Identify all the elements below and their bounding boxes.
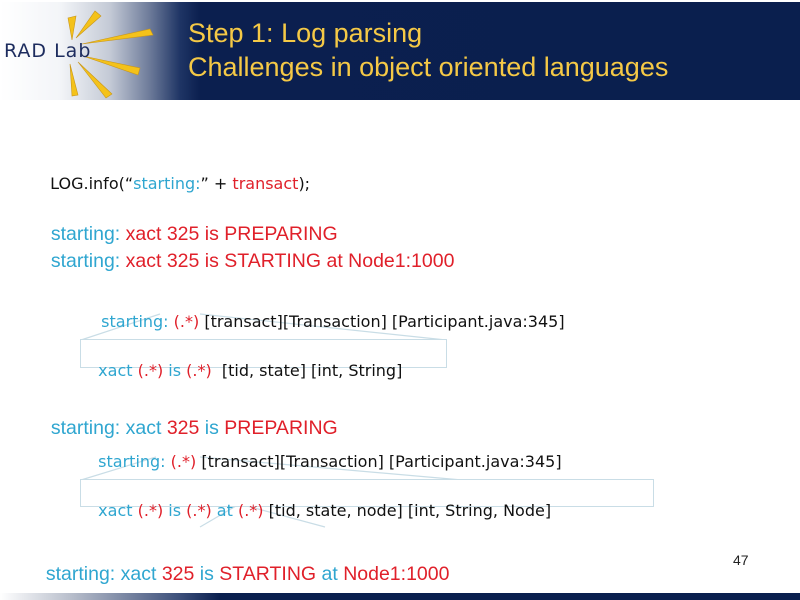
slide-title: Step 1: Log parsing Challenges in object… (188, 16, 668, 84)
subtemplate-1: xact (.*) is (.*) [tid, state] [int, Str… (98, 361, 403, 380)
example-message-2: starting: xact 325 is STARTING at Node1:… (45, 563, 450, 585)
log-message-2: starting: xact 325 is STARTING at Node1:… (50, 250, 455, 272)
slide-header: RAD Lab Step 1: Log parsing Challenges i… (0, 2, 800, 100)
sunburst-icon (67, 10, 154, 99)
subtemplate-box-2 (80, 479, 654, 507)
title-line-1: Step 1: Log parsing (188, 18, 423, 48)
template-1: starting: (.*) [transact][Transaction] [… (101, 312, 565, 331)
template-2: starting: (.*) [transact][Transaction] [… (98, 452, 562, 471)
rad-lab-logo: RAD Lab (0, 2, 170, 100)
example-message-1: starting: xact 325 is PREPARING (50, 417, 338, 439)
slide-footer-bar (0, 593, 800, 600)
page-number: 47 (733, 552, 749, 568)
log-statement: LOG.info(“starting:” + transact); (50, 174, 311, 193)
log-message-1: starting: xact 325 is PREPARING (50, 223, 338, 245)
title-line-2: Challenges in object oriented languages (188, 52, 669, 82)
subtemplate-2: xact (.*) is (.*) at (.*) [tid, state, n… (98, 501, 552, 520)
subtemplate-box-1 (80, 339, 447, 368)
logo-text: RAD Lab (4, 40, 92, 62)
